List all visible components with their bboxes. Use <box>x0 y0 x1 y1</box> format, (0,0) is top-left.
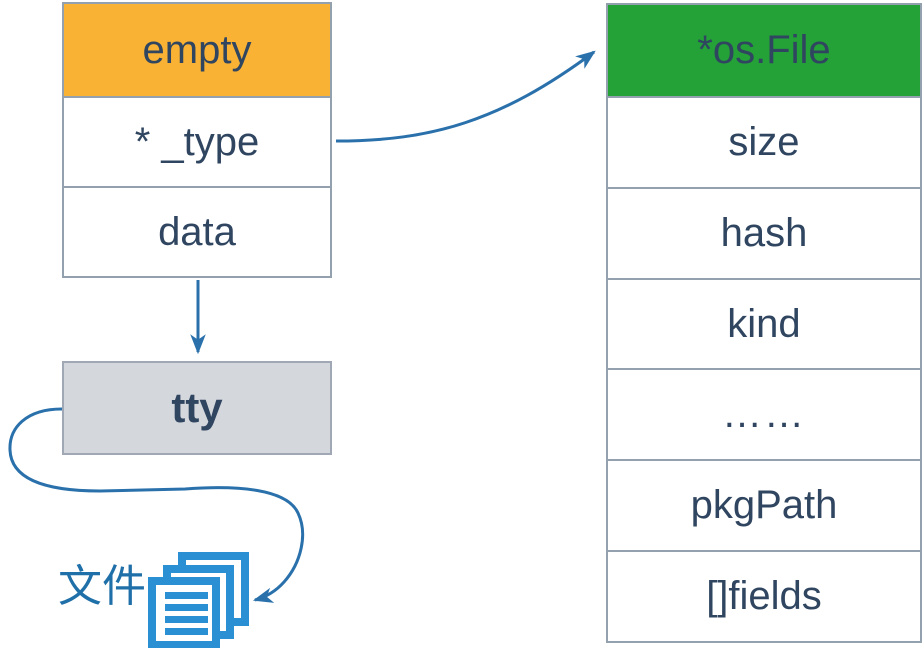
struct-empty: empty * _type data <box>62 2 332 278</box>
struct-empty-header: empty <box>64 4 330 96</box>
tty-box: tty <box>62 361 332 455</box>
document-text-lines <box>165 592 208 635</box>
field-row-data: data <box>64 186 330 276</box>
field-row-pkgpath: pkgPath <box>608 459 920 551</box>
field-row-hash: hash <box>608 186 920 278</box>
documents-stack-icon <box>148 552 249 648</box>
file-label: 文件 <box>58 562 146 611</box>
field-row-ellipsis: …… <box>608 368 920 460</box>
field-row-type: * _type <box>64 96 330 186</box>
field-row-size: size <box>608 96 920 187</box>
field-row-fields: []fields <box>608 550 920 641</box>
struct-osfile-header: *os.File <box>608 5 920 96</box>
arrow-type-to-osfile <box>335 50 596 143</box>
struct-osfile: *os.File size hash kind …… pkgPath []fie… <box>606 3 922 643</box>
field-row-kind: kind <box>608 277 920 369</box>
